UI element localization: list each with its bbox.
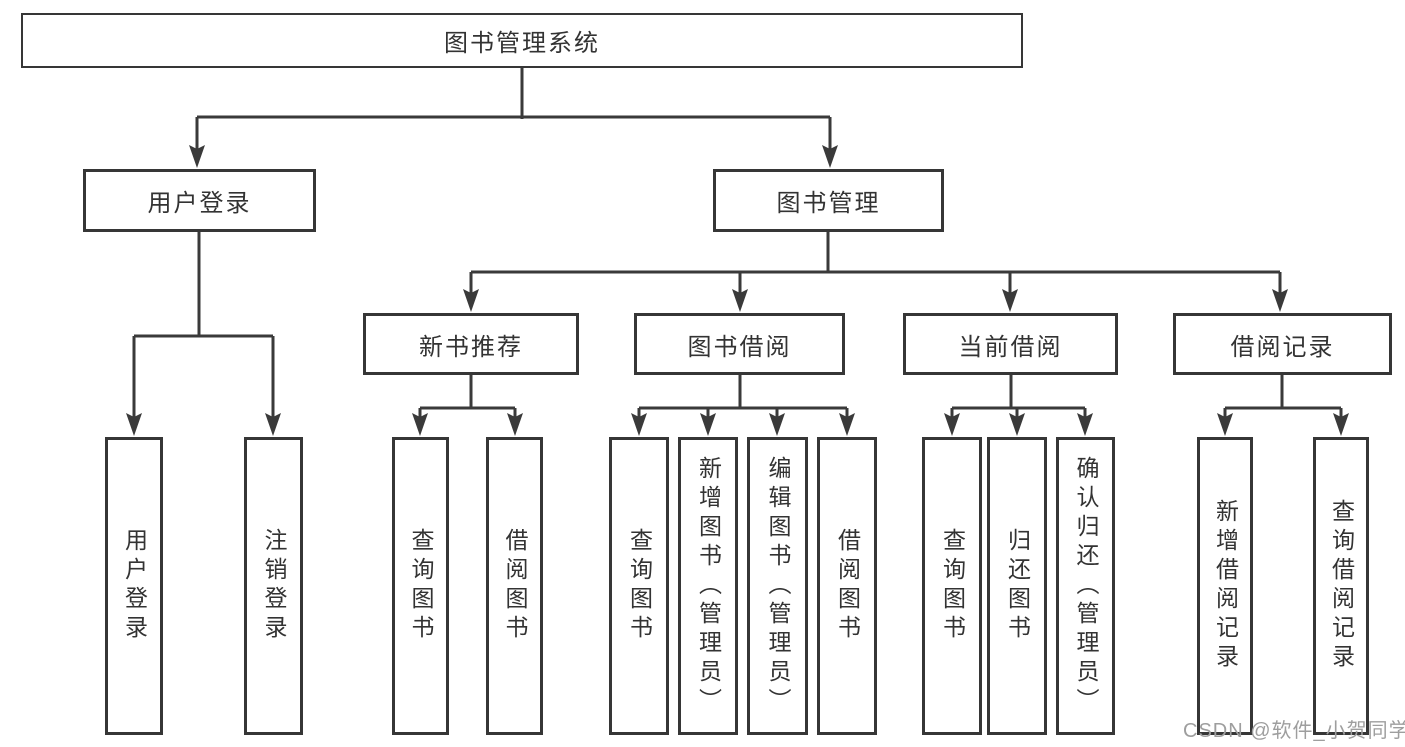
leaf-user-login: 用户登录 <box>105 437 163 735</box>
leaf-add-book-admin: 新增图书（管理员） <box>678 437 738 735</box>
leaf-label: 查询图书 <box>939 528 966 644</box>
leaf-label: 新增图书（管理员） <box>695 455 722 717</box>
node-user-login: 用户登录 <box>83 169 316 232</box>
leaf-query-books-recommend: 查询图书 <box>392 437 449 735</box>
leaf-label: 确认归还（管理员） <box>1073 455 1099 717</box>
node-book-management: 图书管理 <box>713 169 944 232</box>
node-library-system: 图书管理系统 <box>21 13 1023 68</box>
node-label: 新书推荐 <box>419 333 523 361</box>
leaf-label: 注销登录 <box>261 528 287 644</box>
node-borrowing-records: 借阅记录 <box>1173 313 1392 375</box>
leaf-label: 借阅图书 <box>834 528 861 644</box>
node-current-borrowing: 当前借阅 <box>903 313 1118 375</box>
leaf-query-books-borrowing: 查询图书 <box>609 437 669 735</box>
leaf-label: 查询图书 <box>626 528 653 644</box>
leaf-add-borrow-record: 新增借阅记录 <box>1197 437 1253 735</box>
leaf-query-borrow-record: 查询借阅记录 <box>1313 437 1369 735</box>
node-label: 当前借阅 <box>958 333 1063 361</box>
node-label: 用户登录 <box>147 190 252 217</box>
csdn-watermark: CSDN @软件_小贺同学 <box>1183 720 1405 742</box>
leaf-query-books-current: 查询图书 <box>922 437 982 735</box>
node-label: 借阅记录 <box>1230 333 1335 361</box>
leaf-borrow-books: 借阅图书 <box>817 437 877 735</box>
leaf-label: 查询借阅记录 <box>1328 499 1355 673</box>
arrowheads <box>126 145 1349 436</box>
node-label: 图书管理 <box>776 190 881 217</box>
leaf-label: 编辑图书（管理员） <box>765 455 791 717</box>
leaf-label: 归还图书 <box>1004 528 1031 644</box>
node-book-borrowing: 图书借阅 <box>634 313 845 375</box>
node-new-book-recommend: 新书推荐 <box>363 313 579 375</box>
node-label: 图书借阅 <box>687 333 792 361</box>
leaf-borrow-books-recommend: 借阅图书 <box>486 437 543 735</box>
leaf-label: 用户登录 <box>121 528 148 644</box>
leaf-return-books: 归还图书 <box>987 437 1047 735</box>
leaf-confirm-return-admin: 确认归还（管理员） <box>1056 437 1115 735</box>
node-label: 图书管理系统 <box>444 30 600 57</box>
leaf-edit-book-admin: 编辑图书（管理员） <box>747 437 808 735</box>
leaf-label: 借阅图书 <box>502 528 528 644</box>
leaf-label: 查询图书 <box>408 528 434 644</box>
leaf-logout: 注销登录 <box>244 437 303 735</box>
leaf-label: 新增借阅记录 <box>1212 499 1239 673</box>
